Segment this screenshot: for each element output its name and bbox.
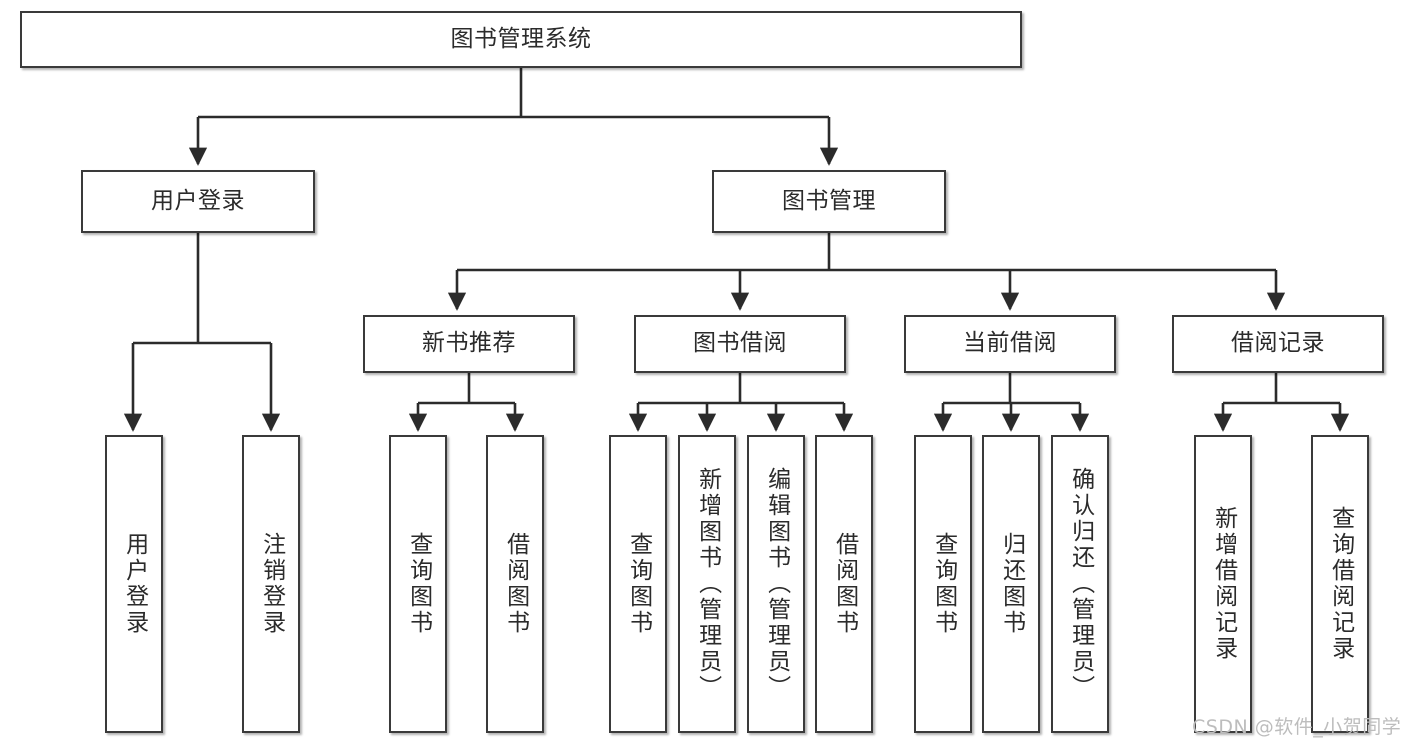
leaf-confirm-return-admin[interactable]: 确认归还（管理员） [1051,435,1109,733]
node-borrow-records[interactable]: 借阅记录 [1172,315,1384,373]
leaf-add-borrow-record[interactable]: 新增借阅记录 [1194,435,1252,733]
node-current-borrow[interactable]: 当前借阅 [904,315,1116,373]
node-book-management[interactable]: 图书管理 [712,170,946,233]
node-book-borrow[interactable]: 图书借阅 [634,315,846,373]
node-root-system[interactable]: 图书管理系统 [20,11,1022,68]
leaf-query-book-borrow[interactable]: 查询图书 [609,435,667,733]
node-label: 用户登录 [121,532,148,636]
node-user-login[interactable]: 用户登录 [81,170,315,233]
node-label: 图书管理 [782,187,876,214]
node-label: 确认归还（管理员） [1067,467,1094,701]
leaf-add-book-admin[interactable]: 新增图书（管理员） [678,435,736,733]
leaf-return-book[interactable]: 归还图书 [982,435,1040,733]
node-label: 用户登录 [151,187,245,214]
node-label: 新书推荐 [422,330,516,357]
node-label: 新增图书（管理员） [694,467,721,701]
leaf-user-login[interactable]: 用户登录 [105,435,163,733]
node-label: 图书管理系统 [450,25,592,52]
node-label: 查询图书 [930,532,957,636]
node-label: 注销登录 [258,532,285,636]
node-label: 借阅图书 [502,532,529,636]
node-label: 图书借阅 [693,330,787,357]
node-label: 查询借阅记录 [1327,506,1354,662]
leaf-edit-book-admin[interactable]: 编辑图书（管理员） [747,435,805,733]
node-label: 查询图书 [625,532,652,636]
watermark: CSDN @软件_小贺同学 [1192,716,1402,738]
node-label: 借阅记录 [1231,330,1325,357]
leaf-logout[interactable]: 注销登录 [242,435,300,733]
node-label: 归还图书 [998,532,1025,636]
node-new-book-recommend[interactable]: 新书推荐 [363,315,575,373]
node-label: 新增借阅记录 [1210,506,1237,662]
leaf-query-book-current[interactable]: 查询图书 [914,435,972,733]
node-label: 当前借阅 [963,330,1057,357]
leaf-borrow-book-recommend[interactable]: 借阅图书 [486,435,544,733]
node-label: 编辑图书（管理员） [763,467,790,701]
leaf-query-book-recommend[interactable]: 查询图书 [389,435,447,733]
leaf-borrow-book[interactable]: 借阅图书 [815,435,873,733]
leaf-query-borrow-record[interactable]: 查询借阅记录 [1311,435,1369,733]
node-label: 借阅图书 [831,532,858,636]
node-label: 查询图书 [405,532,432,636]
